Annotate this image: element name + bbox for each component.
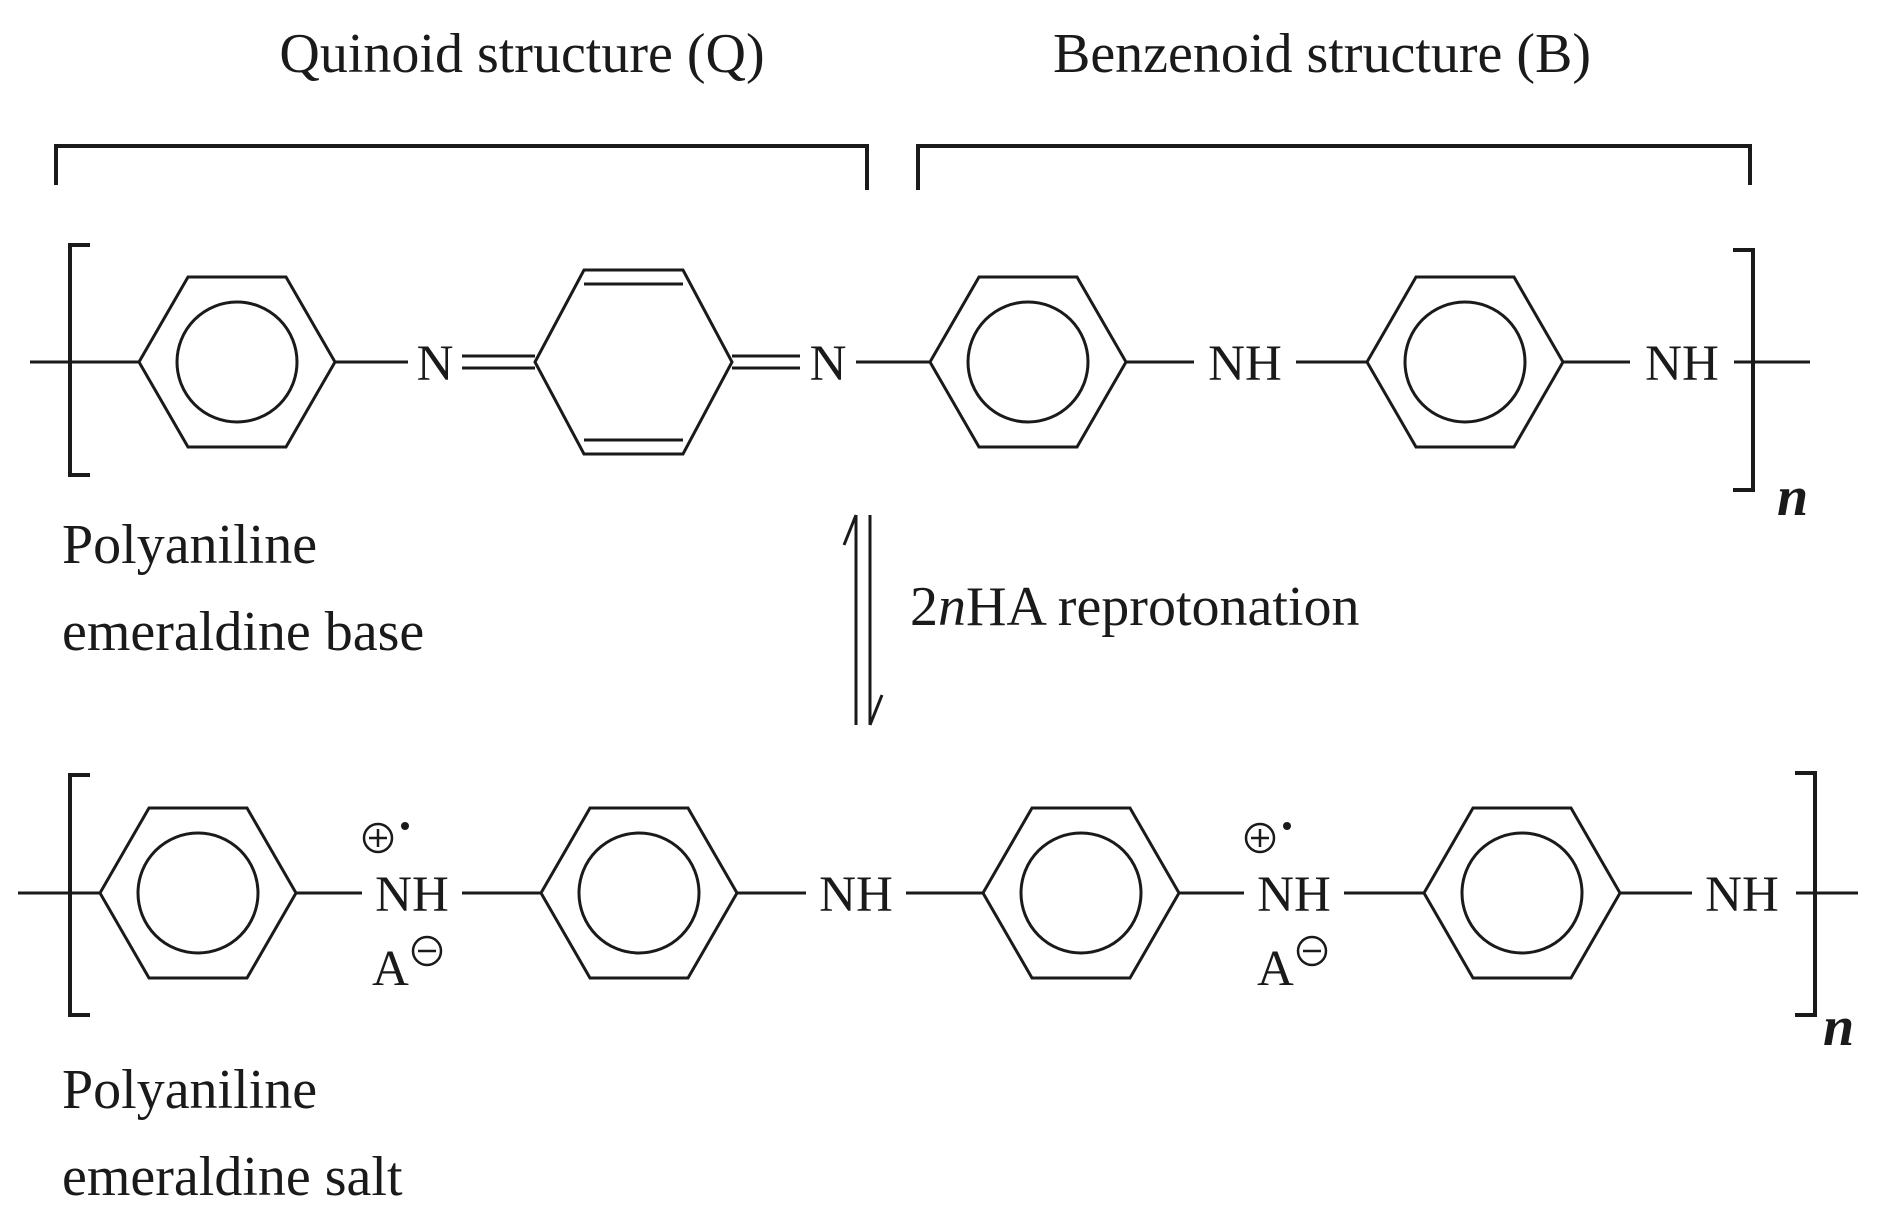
emeraldine-base-structure: n N N NH NH bbox=[30, 243, 1810, 528]
base-quinoid-ring bbox=[533, 268, 734, 456]
counter-anion-2: A bbox=[1257, 935, 1328, 997]
benzenoid-header: Benzenoid structure (B) bbox=[916, 23, 1752, 190]
base-right-bracket bbox=[1733, 248, 1755, 492]
base-repeat-n: n bbox=[1777, 466, 1808, 528]
salt-repeat-n: n bbox=[1823, 996, 1854, 1058]
base-caption-line2: emeraldine base bbox=[62, 601, 424, 663]
reaction-coefficient: 2 bbox=[910, 576, 938, 638]
reaction-text: HA reprotonation bbox=[966, 576, 1359, 638]
benzenoid-header-label: Benzenoid structure (B) bbox=[1053, 23, 1591, 85]
salt-ring-4-aromatic bbox=[1460, 831, 1584, 955]
quinoid-header-label: Quinoid structure (Q) bbox=[279, 23, 764, 85]
base-ring-1-aromatic bbox=[175, 300, 299, 424]
radical-cation-1 bbox=[362, 822, 409, 854]
radical-cation-2 bbox=[1244, 822, 1291, 854]
base-caption-line1: Polyaniline bbox=[62, 514, 317, 576]
equilibrium-arrow bbox=[842, 514, 884, 726]
base-ring-4-aromatic bbox=[1403, 300, 1527, 424]
reaction-label: 2nHA reprotonation bbox=[910, 576, 1359, 638]
quinoid-bracket bbox=[54, 144, 869, 190]
plus-charge-icon bbox=[362, 822, 394, 854]
base-amine-nh1: NH bbox=[1208, 336, 1282, 392]
base-imine-n1: N bbox=[417, 336, 454, 392]
radical-dot-icon bbox=[401, 822, 409, 830]
base-left-bracket bbox=[68, 243, 90, 477]
salt-ring-1-aromatic bbox=[136, 831, 260, 955]
quinoid-header: Quinoid structure (Q) bbox=[54, 23, 869, 190]
salt-ring-2-aromatic bbox=[577, 831, 701, 955]
minus-charge-icon bbox=[411, 935, 443, 967]
base-imine-n2: N bbox=[810, 336, 847, 392]
counter-anion-1: A bbox=[372, 935, 443, 997]
salt-left-bracket bbox=[68, 773, 90, 1017]
minus-charge-icon bbox=[1296, 935, 1328, 967]
base-ring-3-aromatic bbox=[966, 300, 1090, 424]
salt-ring-3-aromatic bbox=[1019, 831, 1143, 955]
reaction-coefficient-n: n bbox=[938, 576, 966, 638]
salt-amine-nh2: NH bbox=[819, 867, 893, 923]
radical-dot-icon bbox=[1283, 822, 1291, 830]
salt-caption-line2: emeraldine salt bbox=[62, 1146, 403, 1208]
anion-label-1: A bbox=[372, 941, 409, 997]
salt-caption-line1: Polyaniline bbox=[62, 1059, 317, 1121]
salt-amine-nh4: NH bbox=[1705, 867, 1779, 923]
arrow-down-head bbox=[868, 694, 884, 726]
base-amine-nh2: NH bbox=[1645, 336, 1719, 392]
salt-amine-nh1: NH bbox=[375, 867, 449, 923]
arrow-up-head bbox=[842, 514, 858, 546]
benzenoid-bracket bbox=[916, 144, 1752, 190]
emeraldine-salt-structure: n NH NH NH NH bbox=[18, 771, 1858, 1058]
anion-label-2: A bbox=[1257, 941, 1294, 997]
plus-charge-icon bbox=[1244, 822, 1276, 854]
salt-amine-nh3: NH bbox=[1257, 867, 1331, 923]
